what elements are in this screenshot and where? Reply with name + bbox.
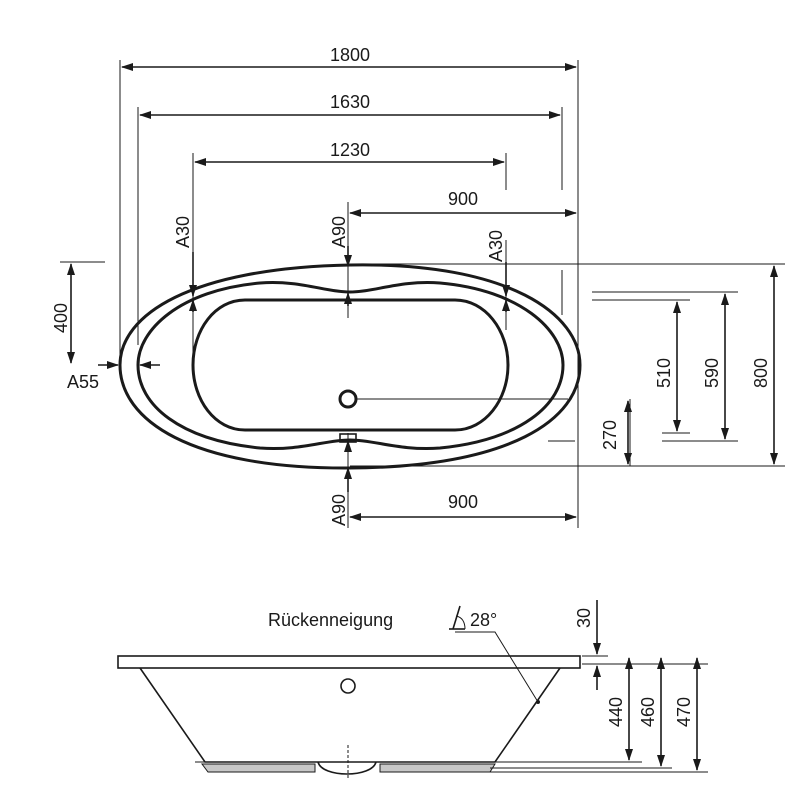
slope-angle-icon xyxy=(449,605,466,630)
dim-label-1230: 1230 xyxy=(330,140,370,160)
tub-rim-slab xyxy=(117,655,581,669)
angle-label-top-center: A90 xyxy=(329,216,349,248)
back-slope-angle: 28° xyxy=(470,610,497,630)
angle-label-left: A55 xyxy=(67,372,99,392)
side-view: Rückenneigung 28° 30 440 460 470 xyxy=(117,600,708,778)
tub-inner-rim xyxy=(136,281,565,451)
tub-foot-left xyxy=(201,763,316,773)
dim-label-460: 460 xyxy=(638,697,658,727)
angle-label-bottom-center: A90 xyxy=(329,494,349,526)
dim-label-1800: 1800 xyxy=(330,45,370,65)
dim-label-590: 590 xyxy=(702,358,722,388)
angle-label-top-left: A30 xyxy=(173,216,193,248)
dim-label-800: 800 xyxy=(751,358,771,388)
tub-basin-floor xyxy=(191,298,510,432)
tub-side-body xyxy=(139,667,561,763)
tub-outer-rim xyxy=(118,263,582,470)
angle-label-top-right: A30 xyxy=(486,230,506,262)
dim-label-400: 400 xyxy=(51,303,71,333)
dim-label-900-bottom: 900 xyxy=(448,492,478,512)
dim-label-470: 470 xyxy=(674,697,694,727)
dim-label-1630: 1630 xyxy=(330,92,370,112)
drain-icon xyxy=(338,389,358,409)
dim-label-30: 30 xyxy=(574,608,594,628)
top-view: 1800 1630 1230 900 900 A30 A90 A30 A90 A… xyxy=(51,45,785,528)
tub-drain-bulge xyxy=(317,761,377,775)
dim-label-900-top: 900 xyxy=(448,189,478,209)
back-slope-label: Rückenneigung xyxy=(268,610,393,630)
tub-foot-right xyxy=(379,763,496,773)
overflow-icon xyxy=(340,678,356,694)
dim-label-440: 440 xyxy=(606,697,626,727)
dim-label-510: 510 xyxy=(654,358,674,388)
dim-label-270: 270 xyxy=(600,420,620,450)
